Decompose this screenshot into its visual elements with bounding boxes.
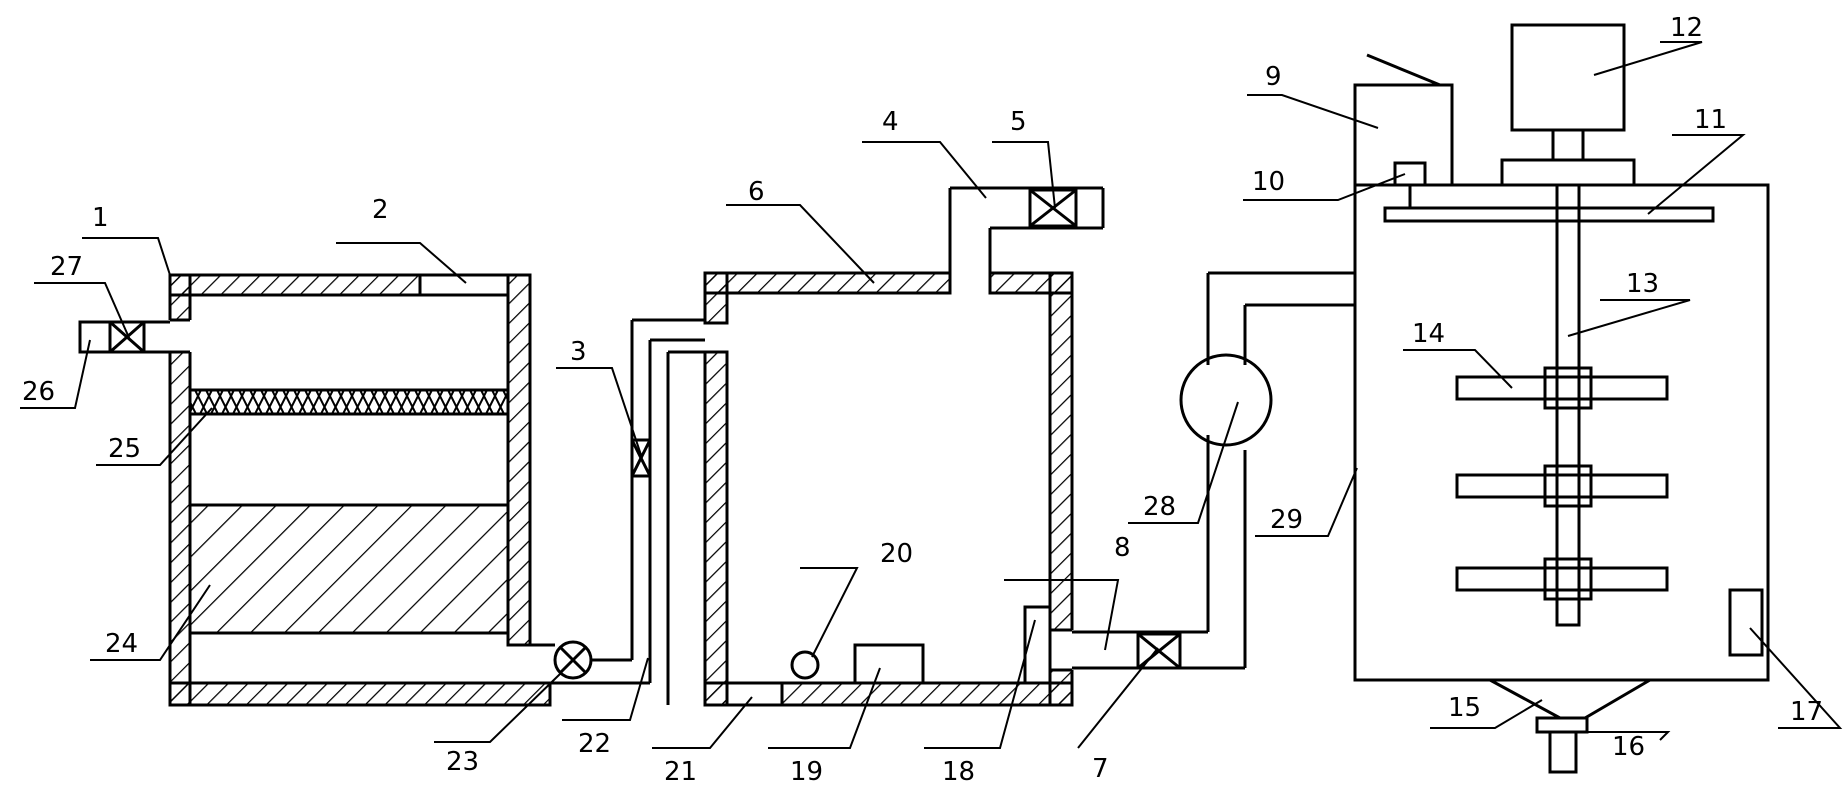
label-8: 8 bbox=[1114, 533, 1131, 563]
label-29: 29 bbox=[1270, 505, 1303, 535]
label-24: 24 bbox=[105, 629, 138, 659]
reaction-tank-left-wall bbox=[703, 350, 729, 707]
label-19: 19 bbox=[790, 757, 823, 786]
label-26: 26 bbox=[22, 377, 55, 407]
label-25: 25 bbox=[108, 434, 141, 464]
label-15: 15 bbox=[1448, 693, 1481, 723]
label-14: 14 bbox=[1412, 319, 1445, 349]
label-3: 3 bbox=[570, 337, 587, 367]
connecting-pipe bbox=[530, 318, 710, 705]
leader-lines bbox=[20, 41, 1843, 749]
label-9: 9 bbox=[1265, 62, 1282, 92]
sensor-icon bbox=[790, 650, 820, 680]
label-11: 11 bbox=[1694, 105, 1727, 135]
label-22: 22 bbox=[578, 729, 611, 759]
label-17: 17 bbox=[1790, 697, 1823, 727]
filter-tank-bottom-wall bbox=[168, 681, 552, 707]
mixing-tank-body bbox=[1353, 183, 1770, 682]
filter-media bbox=[188, 503, 510, 635]
label-28: 28 bbox=[1143, 492, 1176, 522]
tank-opening bbox=[418, 273, 510, 297]
label-1: 1 bbox=[92, 203, 109, 233]
vent-pipe bbox=[948, 186, 1105, 273]
label-20: 20 bbox=[880, 539, 913, 569]
top-plate bbox=[1383, 206, 1715, 223]
label-5: 5 bbox=[1010, 107, 1027, 137]
discharge-outlet bbox=[1535, 716, 1589, 734]
inlet-valve bbox=[108, 320, 146, 354]
label-18: 18 bbox=[942, 757, 975, 786]
label-12: 12 bbox=[1670, 13, 1703, 43]
filter-tank-right-wall bbox=[506, 273, 532, 647]
label-6: 6 bbox=[748, 177, 765, 207]
discharge-cone bbox=[1489, 678, 1651, 720]
outlet-box bbox=[1023, 605, 1052, 685]
reaction-tank bbox=[703, 271, 1074, 707]
stir-shaft bbox=[1555, 183, 1581, 627]
motor-base bbox=[1500, 158, 1636, 187]
label-16: 16 bbox=[1612, 732, 1645, 762]
label-21: 21 bbox=[664, 757, 697, 786]
temp-sensor bbox=[1728, 588, 1764, 657]
reaction-tank-top-wall bbox=[703, 271, 952, 295]
paddle bbox=[1455, 566, 1669, 592]
transfer-pipe bbox=[1072, 271, 1355, 670]
label-13: 13 bbox=[1626, 269, 1659, 299]
level-sensor bbox=[1393, 161, 1427, 187]
filter-layer bbox=[188, 388, 510, 416]
label-27: 27 bbox=[50, 252, 83, 282]
filter-tank bbox=[168, 273, 555, 707]
number-labels: 1 2 3 4 5 6 7 8 9 10 11 12 13 14 15 16 1… bbox=[22, 13, 1823, 786]
motor bbox=[1510, 23, 1626, 132]
label-23: 23 bbox=[446, 747, 479, 777]
bottom-outlet bbox=[725, 681, 784, 707]
paddle bbox=[1455, 473, 1669, 499]
feed-hopper bbox=[1353, 83, 1454, 185]
label-10: 10 bbox=[1252, 167, 1285, 197]
mixing-tank bbox=[1353, 23, 1770, 774]
pump-28 bbox=[1179, 353, 1273, 447]
label-4: 4 bbox=[882, 107, 899, 137]
label-2: 2 bbox=[372, 195, 389, 225]
label-7: 7 bbox=[1092, 754, 1109, 784]
inlet-pipe bbox=[78, 320, 170, 354]
aerator-block bbox=[853, 643, 925, 685]
paddle bbox=[1455, 375, 1669, 401]
